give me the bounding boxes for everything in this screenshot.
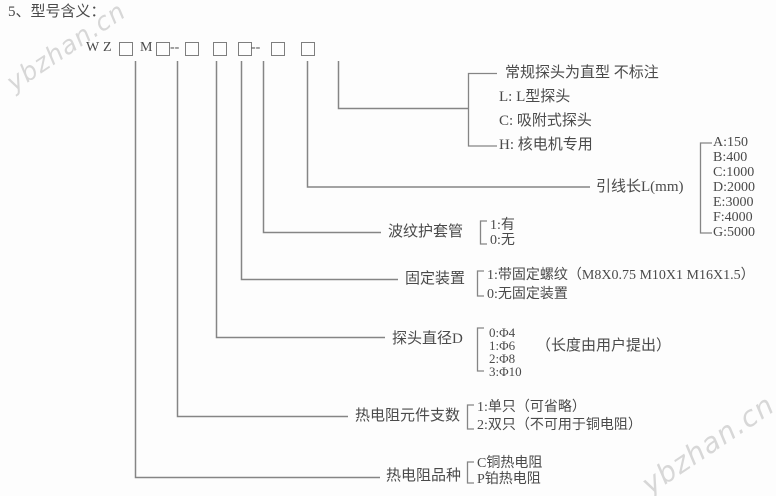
rtd-variety-option: C铜热电阻 bbox=[477, 456, 543, 471]
rtd-variety-label: 热电阻品种 bbox=[386, 468, 462, 484]
code-letter-m: M bbox=[140, 40, 153, 55]
lead-length-option: C:1000 bbox=[713, 165, 755, 180]
line-rtd-variety bbox=[134, 61, 380, 479]
model-code-box-6 bbox=[271, 42, 285, 56]
probe-type-option: C: 吸附式探头 bbox=[499, 113, 592, 129]
rtd-variety-option: P铂热电阻 bbox=[477, 472, 541, 487]
code-separator: -- bbox=[170, 40, 180, 55]
line-lead-length bbox=[306, 61, 590, 188]
lead-length-option: F:4000 bbox=[713, 210, 753, 225]
lead-length-label: 引线长L(mm) bbox=[596, 179, 684, 195]
lead-length-option: A:150 bbox=[713, 135, 748, 150]
code-separator: -- bbox=[251, 40, 261, 55]
probe-type-option: H: 核电机专用 bbox=[499, 137, 593, 153]
model-code-box-7 bbox=[301, 42, 315, 56]
probe-diameter-option: 3:Φ10 bbox=[489, 364, 522, 379]
element-count-option: 1:单只（可省略） bbox=[477, 400, 586, 415]
probe-diameter-option: 0:Φ4 bbox=[489, 325, 516, 340]
lead-length-option: B:400 bbox=[713, 150, 748, 165]
line-probe-type bbox=[337, 61, 468, 110]
model-code-box-5 bbox=[238, 42, 252, 56]
line-bellows-sheath bbox=[262, 61, 381, 234]
probe-diameter-label: 探头直径D bbox=[392, 331, 463, 347]
line-element-count bbox=[176, 61, 348, 418]
code-letter-z: Z bbox=[103, 40, 112, 55]
bellows-sheath-label: 波纹护套管 bbox=[388, 224, 464, 240]
bellows-sheath-option: 1:有 bbox=[490, 218, 515, 233]
bracket-element-count bbox=[466, 404, 474, 430]
fixing-device-label: 固定装置 bbox=[405, 271, 466, 287]
probe-type-option: L: L型探头 bbox=[499, 89, 571, 105]
lead-length-option: G:5000 bbox=[713, 225, 755, 240]
probe-diameter-note: （长度由用户提出） bbox=[536, 338, 672, 354]
bracket-bellows-sheath bbox=[479, 220, 487, 245]
fixing-device-option: 1:带固定螺纹（M8X0.75 M10X1 M16X1.5） bbox=[487, 268, 755, 283]
code-letter-w: W bbox=[86, 40, 100, 55]
probe-diameter-option: 2:Φ8 bbox=[489, 351, 516, 366]
line-probe-diameter bbox=[215, 61, 385, 339]
bracket-lead-length bbox=[699, 142, 712, 234]
section-title: 5、型号含义： bbox=[8, 4, 106, 20]
model-code-box-1 bbox=[119, 42, 133, 56]
bellows-sheath-option: 0:无 bbox=[490, 233, 515, 248]
line-fixing-device bbox=[240, 61, 398, 281]
model-code-box-4 bbox=[213, 42, 227, 56]
fixing-device-option: 0:无固定装置 bbox=[487, 287, 568, 302]
model-code-box-2 bbox=[156, 42, 170, 56]
lead-length-option: E:3000 bbox=[713, 195, 754, 210]
element-count-label: 热电阻元件支数 bbox=[355, 408, 461, 424]
probe-diameter-option: 1:Φ6 bbox=[489, 338, 516, 353]
probe-type-option: 常规探头为直型 不标注 bbox=[505, 65, 659, 81]
lead-length-option: D:2000 bbox=[713, 180, 755, 195]
model-code-box-3 bbox=[185, 42, 199, 56]
bracket-probe-diameter bbox=[476, 327, 484, 372]
bracket-probe-type bbox=[467, 72, 497, 147]
bracket-fixing-device bbox=[476, 270, 484, 297]
bracket-rtd-variety bbox=[466, 461, 474, 484]
element-count-option: 2:双只（不可用于铜电阻） bbox=[477, 418, 642, 433]
